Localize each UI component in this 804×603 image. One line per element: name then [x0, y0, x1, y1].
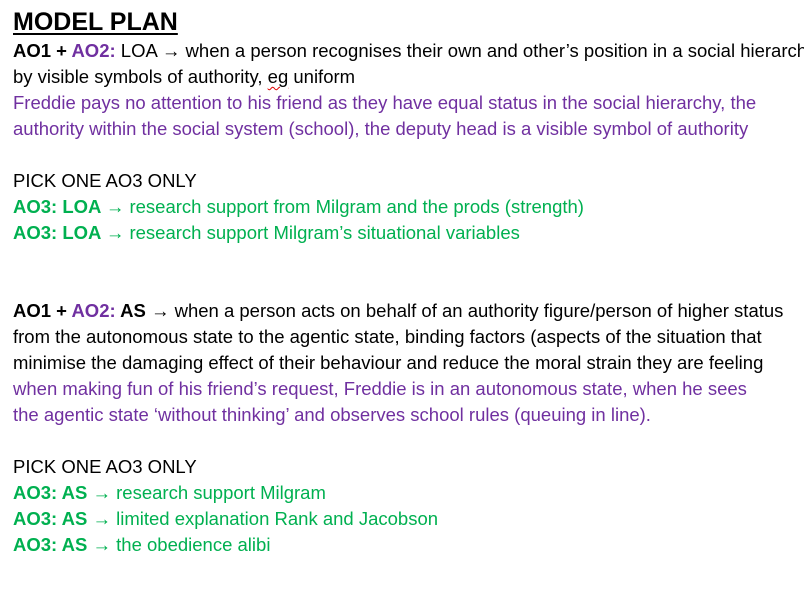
s2-definition-line-1: AO1 + AO2: AS → when a person acts on be…	[13, 298, 804, 324]
s1-ao3-item: AO3: LOA → research support from Milgram…	[13, 194, 804, 220]
s1-application-line-2: authority within the social system (scho…	[13, 118, 749, 139]
s2-application-line-1: when making fun of his friend’s request,…	[13, 378, 747, 399]
arrow-right-icon: →	[92, 534, 112, 555]
ao3-text: the obedience alibi	[111, 534, 271, 555]
ao3-text: limited explanation Rank and Jacobson	[111, 508, 439, 529]
s2-ao3-item: AO3: AS → limited explanation Rank and J…	[13, 506, 804, 532]
arrow-right-icon: →	[105, 196, 125, 217]
arrow-right-icon: →	[92, 508, 112, 529]
s1-ao3-item: AO3: LOA → research support Milgram’s si…	[13, 220, 804, 246]
topic-label: AS	[115, 300, 151, 321]
ao3-text: research support from Milgram and the pr…	[124, 196, 584, 217]
ao3-label: AO3: AS	[13, 508, 93, 529]
ao2-label: AO2:	[71, 40, 116, 61]
definition-text: when a person acts on behalf of an autho…	[169, 300, 784, 321]
blank-line	[13, 428, 804, 454]
s2-ao3-item: AO3: AS → research support Milgram	[13, 480, 804, 506]
ao1-label: AO1 +	[13, 300, 72, 321]
ao3-text: research support Milgram’s situational v…	[124, 222, 520, 243]
spellcheck-flagged-word[interactable]: eg	[267, 66, 289, 87]
definition-text: uniform	[288, 66, 356, 87]
ao3-label: AO3: AS	[13, 482, 93, 503]
s2-ao3-item: AO3: AS → the obedience alibi	[13, 532, 804, 558]
arrow-right-icon: →	[161, 40, 181, 61]
ao3-label: AO3: LOA	[13, 222, 106, 243]
s2-definition-line-2: from the autonomous state to the agentic…	[13, 326, 762, 347]
ao1-label: AO1 +	[13, 40, 72, 61]
arrow-right-icon: →	[105, 222, 125, 243]
s1-definition-line-1: AO1 + AO2: LOA → when a person recognise…	[13, 38, 804, 64]
arrow-right-icon: →	[92, 482, 112, 503]
ao3-label: AO3: LOA	[13, 196, 106, 217]
ao3-label: AO3: AS	[13, 534, 93, 555]
topic-label: LOA	[115, 40, 162, 61]
blank-line	[13, 142, 804, 168]
ao3-text: research support Milgram	[111, 482, 326, 503]
definition-text: when a person recognises their own and o…	[180, 40, 804, 61]
s1-application-line-1: Freddie pays no attention to his friend …	[13, 92, 757, 113]
s1-pick-label: PICK ONE AO3 ONLY	[13, 170, 197, 191]
page-title: MODEL PLAN	[13, 8, 178, 36]
s2-application-line-2: the agentic state ‘without thinking’ and…	[13, 404, 651, 425]
s1-definition-line-2: by visible symbols of authority, eg unif…	[13, 64, 804, 90]
s2-pick-label: PICK ONE AO3 ONLY	[13, 456, 197, 477]
blank-line	[13, 272, 804, 298]
definition-text: by visible symbols of authority,	[13, 66, 268, 87]
blank-line	[13, 246, 804, 272]
s2-definition-line-3: minimise the damaging effect of their be…	[13, 352, 764, 373]
arrow-right-icon: →	[150, 300, 170, 321]
document-page: MODEL PLAN AO1 + AO2: LOA → when a perso…	[13, 6, 804, 558]
ao2-label: AO2:	[71, 300, 116, 321]
